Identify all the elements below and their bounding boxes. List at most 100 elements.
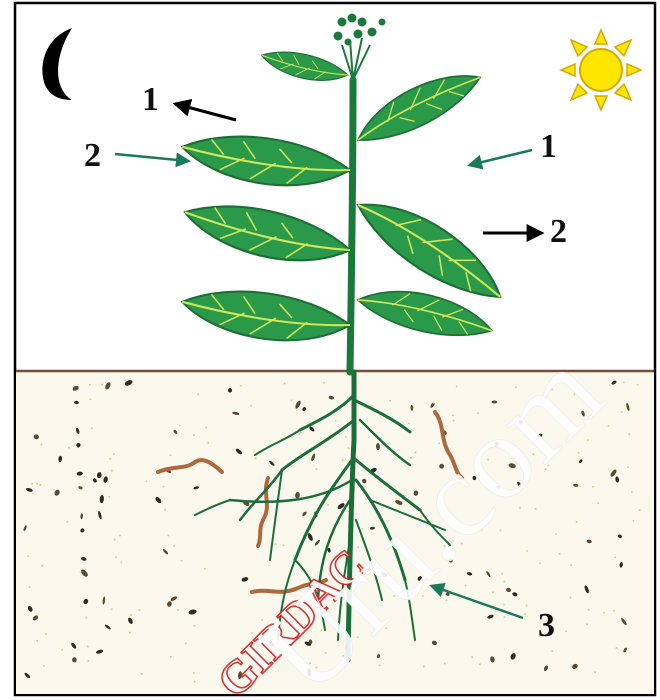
soil-grain	[87, 660, 89, 662]
soil-grain	[423, 665, 425, 667]
soil-grain	[586, 623, 588, 625]
soil-grain	[111, 470, 113, 472]
soil-grain	[111, 608, 113, 610]
label-2-left: 2	[84, 137, 101, 174]
soil-grain	[433, 402, 435, 404]
soil-grain	[164, 509, 166, 511]
soil-grain	[114, 539, 116, 541]
soil-grain	[316, 468, 318, 470]
soil-grain	[197, 393, 199, 395]
soil-grain	[623, 381, 625, 383]
soil-grain	[291, 400, 293, 402]
soil-grain	[101, 384, 103, 386]
soil-grain	[444, 663, 446, 665]
soil-grain	[588, 609, 590, 611]
soil-grain	[28, 586, 30, 588]
soil-grain	[603, 612, 605, 614]
soil-grain	[240, 385, 242, 387]
soil-grain	[146, 480, 148, 482]
soil-grain	[66, 521, 68, 523]
soil-grain	[614, 556, 616, 558]
sun-icon	[561, 30, 641, 110]
soil-grain	[130, 614, 132, 616]
soil-grain	[170, 454, 172, 456]
soil-grain	[570, 564, 572, 566]
soil-grain	[205, 427, 207, 429]
soil-grain	[120, 562, 122, 564]
soil-grain	[167, 534, 169, 536]
soil-grain	[334, 420, 336, 422]
soil-grain	[524, 613, 526, 615]
soil-grain	[627, 466, 629, 468]
soil-grain	[193, 672, 195, 674]
soil-grain	[45, 633, 47, 635]
soil-grain	[323, 382, 325, 384]
soil-grain	[170, 656, 172, 658]
soil-grain	[40, 444, 42, 446]
soil-grain	[177, 609, 179, 611]
soil-grain	[180, 560, 182, 562]
soil-grain	[85, 617, 87, 619]
soil-grain	[597, 502, 599, 504]
soil-grain	[61, 649, 63, 651]
soil-grain	[503, 581, 505, 583]
soil-grain	[504, 616, 506, 618]
soil-grain	[300, 432, 302, 434]
soil-grain	[551, 650, 553, 652]
soil-grain	[139, 609, 141, 611]
soil-grain	[594, 671, 596, 673]
soil-grain	[342, 459, 344, 461]
soil-grain	[255, 457, 257, 459]
soil-grain	[456, 386, 458, 388]
soil-grain	[465, 585, 467, 587]
soil-grain	[179, 424, 181, 426]
soil-grain	[36, 483, 38, 485]
soil-grain	[576, 521, 578, 523]
soil-grain	[109, 458, 111, 460]
soil-grain	[345, 436, 347, 438]
soil-grain	[119, 535, 121, 537]
soil-grain	[274, 543, 276, 545]
soil-grain	[592, 486, 594, 488]
soil-grain	[637, 384, 639, 386]
soil-grain	[283, 544, 285, 546]
soil-grain	[27, 555, 29, 557]
soil-grain	[89, 398, 91, 400]
soil-grain	[43, 665, 45, 667]
soil-grain	[298, 433, 300, 435]
soil-grain	[204, 568, 206, 570]
soil-grain	[327, 504, 329, 506]
soil-grain	[193, 434, 195, 436]
soil-grain	[616, 647, 618, 649]
soil-grain	[80, 606, 82, 608]
soil-grain	[628, 433, 630, 435]
soil-grain	[108, 496, 110, 498]
soil-grain	[559, 553, 561, 555]
soil-grain	[89, 384, 91, 386]
soil-grain	[41, 565, 43, 567]
soil-grain	[31, 483, 33, 485]
soil-grain	[250, 405, 252, 407]
soil-grain	[389, 400, 391, 402]
soil-grain	[141, 673, 143, 675]
soil-grain	[408, 423, 410, 425]
label-1-left: 1	[142, 81, 159, 118]
soil-grain	[162, 486, 164, 488]
soil-grain	[565, 630, 567, 632]
soil-grain	[185, 643, 187, 645]
soil-grain	[91, 427, 93, 429]
soil-grain	[115, 556, 117, 558]
soil-grain	[83, 476, 85, 478]
soil-grain	[632, 520, 634, 522]
soil-grain	[68, 447, 70, 449]
soil-grain	[129, 632, 131, 634]
soil-grain	[284, 383, 286, 385]
label-2-right: 2	[550, 213, 567, 250]
soil-grain	[207, 442, 209, 444]
soil-grain	[39, 484, 41, 486]
soil-grain	[613, 610, 615, 612]
soil-grain	[570, 597, 572, 599]
soil-grain	[479, 663, 481, 665]
soil-grain	[87, 646, 89, 648]
